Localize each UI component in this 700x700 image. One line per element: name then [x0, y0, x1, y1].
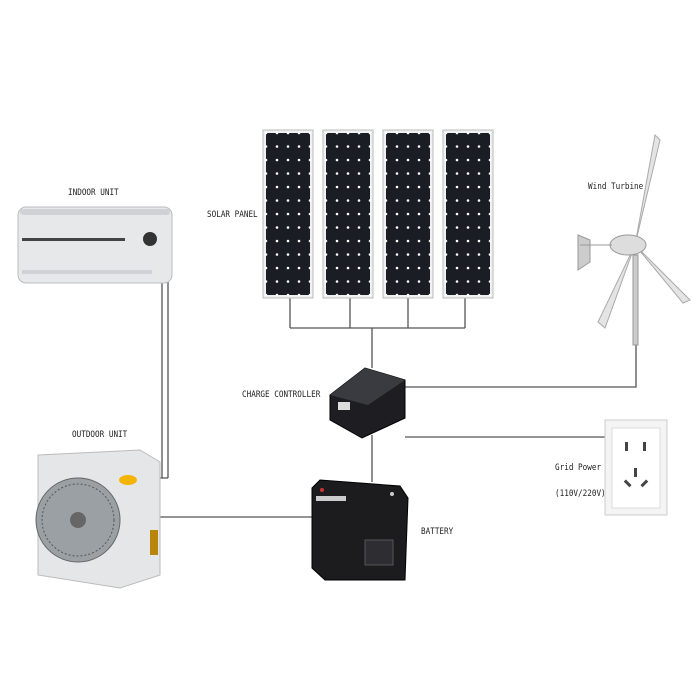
grid-socket [604, 419, 668, 516]
wind-turbine-label: Wind Turbine [588, 182, 644, 192]
solar-panel-3 [382, 129, 434, 299]
turbine-wire [400, 300, 637, 388]
outdoor-unit-label: OUTDOOR UNIT [72, 430, 128, 440]
outdoor-unit [35, 449, 161, 589]
grid-voltage-label: (110V/220V) [555, 489, 606, 499]
battery-label: BATTERY [421, 527, 454, 537]
wind-turbine [577, 133, 691, 346]
indoor-unit-label: INDOOR UNIT [68, 188, 119, 198]
charge-controller [329, 367, 406, 439]
solar-wiring [289, 298, 466, 368]
solar-panels [262, 129, 494, 299]
indoor-unit [17, 206, 173, 284]
indoor-outdoor-pipes [156, 282, 169, 479]
solar-panel-4 [442, 129, 494, 299]
solar-panel-2 [322, 129, 374, 299]
battery [311, 479, 409, 581]
solar-panel-1 [262, 129, 314, 299]
charge-controller-label: CHARGE CONTROLLER [242, 390, 321, 400]
grid-power-label: Grid Power [555, 463, 602, 473]
solar-panel-label: SOLAR PANEL [207, 210, 258, 220]
